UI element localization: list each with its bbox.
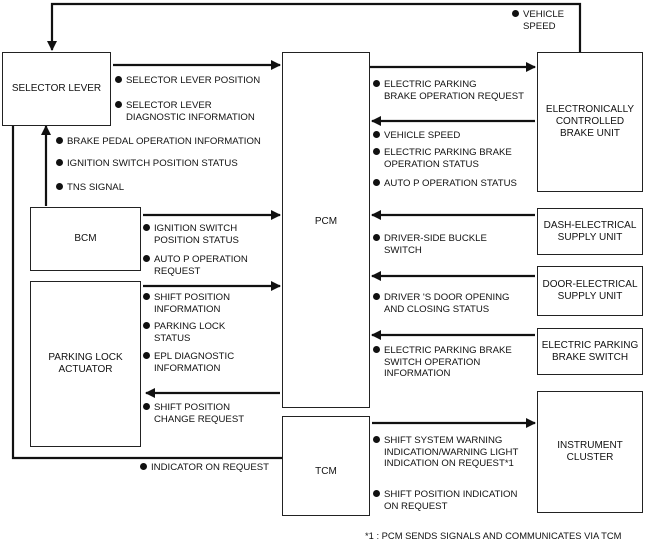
epb-switch-box: ELECTRIC PARKING BRAKE SWITCH — [537, 328, 643, 375]
signal-driver-buckle: DRIVER-SIDE BUCKLE SWITCH — [373, 233, 487, 256]
epb-switch-label: ELECTRIC PARKING BRAKE SWITCH — [541, 339, 639, 363]
signal-shift-change-request: SHIFT POSITION CHANGE REQUEST — [143, 402, 244, 425]
bullet-icon — [373, 131, 380, 138]
signal-indicator-on-request: INDICATOR ON REQUEST — [140, 462, 269, 474]
signal-driver-door: DRIVER 'S DOOR OPENING AND CLOSING STATU… — [373, 292, 510, 315]
door-supply-label: DOOR-ELECTRICAL SUPPLY UNIT — [542, 279, 638, 302]
bullet-icon — [143, 255, 150, 262]
bullet-icon — [373, 179, 380, 186]
bullet-icon — [143, 403, 150, 410]
signal-auto-p-request: AUTO P OPERATION REQUEST — [143, 254, 248, 277]
signal-shift-position-info: SHIFT POSITION INFORMATION — [143, 292, 230, 315]
ecbu-label: ELECTRONICALLY CONTROLLED BRAKE UNIT — [545, 104, 635, 139]
pcm-label: PCM — [314, 216, 338, 227]
bullet-icon — [56, 159, 63, 166]
dash-supply-box: DASH-ELECTRICAL SUPPLY UNIT — [537, 208, 643, 255]
bullet-icon — [373, 80, 380, 87]
selector-lever-box: SELECTOR LEVER — [2, 52, 111, 126]
signal-ignition-status-sl: IGNITION SWITCH POSITION STATUS — [56, 158, 238, 170]
signal-parking-lock-status: PARKING LOCK STATUS — [143, 321, 225, 344]
bcm-box: BCM — [30, 207, 141, 271]
door-supply-box: DOOR-ELECTRICAL SUPPLY UNIT — [537, 266, 643, 316]
tcm-box: TCM — [282, 416, 370, 516]
bullet-icon — [115, 101, 122, 108]
bullet-icon — [143, 293, 150, 300]
bullet-icon — [140, 463, 147, 470]
signal-vehicle-speed-top: VEHICLE SPEED — [512, 9, 564, 32]
footnote: *1 : PCM SENDS SIGNALS AND COMMUNICATES … — [365, 530, 622, 541]
signal-epb-operation-status: ELECTRIC PARKING BRAKE OPERATION STATUS — [373, 147, 512, 170]
bullet-icon — [56, 137, 63, 144]
signal-shift-indication: SHIFT POSITION INDICATION ON REQUEST — [373, 489, 517, 512]
signal-selector-lever-diag: SELECTOR LEVER DIAGNOSTIC INFORMATION — [115, 100, 255, 123]
bullet-icon — [143, 224, 150, 231]
signal-selector-lever-position: SELECTOR LEVER POSITION — [115, 75, 260, 87]
bullet-icon — [373, 490, 380, 497]
parking-lock-actuator-box: PARKING LOCK ACTUATOR — [30, 281, 141, 447]
vehicle-speed-loop-arrow — [47, 2, 582, 52]
signal-epb-switch-info: ELECTRIC PARKING BRAKE SWITCH OPERATION … — [373, 345, 512, 380]
signal-ignition-status-bcm: IGNITION SWITCH POSITION STATUS — [143, 223, 239, 246]
tcm-to-selector-arrow — [7, 99, 282, 460]
signal-vehicle-speed-ecbu: VEHICLE SPEED — [373, 130, 460, 142]
bullet-icon — [373, 148, 380, 155]
bullet-icon — [512, 10, 519, 17]
signal-brake-pedal-info: BRAKE PEDAL OPERATION INFORMATION — [56, 136, 261, 148]
signal-epb-operation-request: ELECTRIC PARKING BRAKE OPERATION REQUEST — [373, 79, 524, 102]
bullet-icon — [115, 76, 122, 83]
bcm-label: BCM — [74, 233, 97, 244]
bullet-icon — [143, 322, 150, 329]
parking-lock-actuator-label: PARKING LOCK ACTUATOR — [48, 352, 123, 375]
bullet-icon — [143, 352, 150, 359]
selector-lever-label: SELECTOR LEVER — [11, 83, 102, 94]
bullet-icon — [373, 293, 380, 300]
signal-tns: TNS SIGNAL — [56, 182, 124, 194]
signal-shift-warning: SHIFT SYSTEM WARNING INDICATION/WARNING … — [373, 435, 518, 470]
ecbu-box: ELECTRONICALLY CONTROLLED BRAKE UNIT — [537, 52, 643, 192]
bullet-icon — [373, 436, 380, 443]
pcm-box: PCM — [282, 52, 370, 408]
tcm-label: TCM — [315, 466, 337, 477]
signal-epl-diag: EPL DIAGNOSTIC INFORMATION — [143, 351, 234, 374]
bullet-icon — [56, 183, 63, 190]
bullet-icon — [373, 346, 380, 353]
dash-supply-label: DASH-ELECTRICAL SUPPLY UNIT — [543, 219, 637, 243]
instrument-cluster-box: INSTRUMENT CLUSTER — [537, 391, 643, 513]
instrument-cluster-label: INSTRUMENT CLUSTER — [557, 440, 623, 463]
bullet-icon — [373, 234, 380, 241]
signal-auto-p-status: AUTO P OPERATION STATUS — [373, 178, 517, 190]
